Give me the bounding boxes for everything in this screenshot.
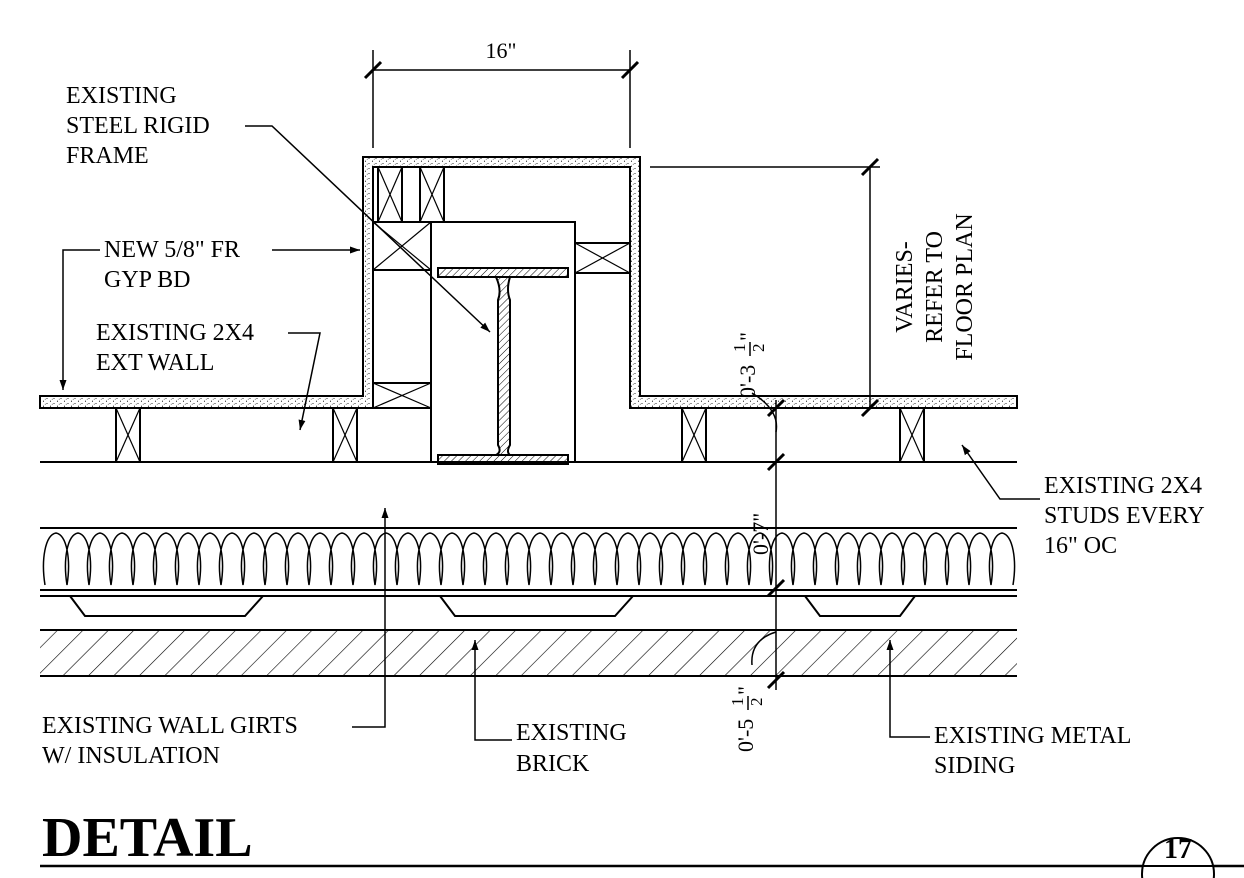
svg-text:FRAME: FRAME — [66, 143, 149, 169]
blocking-cross — [372, 382, 432, 409]
svg-text:EXISTING: EXISTING — [516, 720, 627, 746]
svg-text:REFER TO: REFER TO — [922, 231, 948, 343]
svg-text:NEW 5/8" FR: NEW 5/8" FR — [104, 237, 240, 263]
label-metal-siding: EXISTING METAL SIDING — [934, 723, 1131, 779]
svg-text:STEEL RIGID: STEEL RIGID — [66, 113, 210, 139]
svg-text:FLOOR PLAN: FLOOR PLAN — [952, 213, 978, 360]
svg-text:0'-5: 0'-5 — [733, 719, 758, 752]
blocking-cross — [419, 166, 445, 223]
svg-text:2: 2 — [747, 698, 766, 707]
label-studs: EXISTING 2X4 STUDS EVERY 16" OC — [1044, 473, 1205, 559]
dimension-lines — [363, 50, 880, 690]
dim-brick-depth: 0'-5 1 2 " — [728, 686, 766, 752]
label-brick: EXISTING BRICK — [516, 720, 627, 777]
svg-text:": " — [735, 332, 760, 341]
svg-text:EXISTING 2X4: EXISTING 2X4 — [1044, 473, 1202, 499]
label-steel-frame: EXISTING STEEL RIGID FRAME — [66, 83, 210, 169]
svg-text:EXISTING 2X4: EXISTING 2X4 — [96, 320, 254, 346]
i-beam — [437, 267, 569, 465]
svg-text:EXISTING: EXISTING — [66, 83, 177, 109]
label-gyp-bd: NEW 5/8" FR GYP BD — [104, 237, 240, 293]
svg-text:1: 1 — [730, 344, 749, 353]
svg-text:BRICK: BRICK — [516, 751, 590, 777]
dim-cavity-depth: 0'-7" — [748, 513, 773, 555]
svg-text:GYP BD: GYP BD — [104, 267, 190, 293]
svg-text:0'-7": 0'-7" — [748, 513, 773, 555]
dim-side-height: VARIES- REFER TO FLOOR PLAN — [892, 213, 978, 360]
svg-text:STUDS EVERY: STUDS EVERY — [1044, 503, 1205, 529]
detail-tag: 17 — [1141, 834, 1215, 878]
svg-text:EXISTING METAL: EXISTING METAL — [934, 723, 1131, 749]
blocking-cross — [377, 166, 403, 223]
svg-text:EXISTING WALL GIRTS: EXISTING WALL GIRTS — [42, 713, 298, 739]
svg-text:2: 2 — [749, 344, 768, 353]
svg-text:1: 1 — [728, 698, 747, 707]
blocking-cross — [115, 407, 141, 463]
svg-text:17: 17 — [1164, 834, 1192, 865]
existing-brick — [40, 629, 1017, 677]
svg-text:EXT WALL: EXT WALL — [96, 350, 214, 376]
svg-text:VARIES-: VARIES- — [892, 241, 918, 333]
svg-text:W/ INSULATION: W/ INSULATION — [42, 743, 220, 769]
drawing-title: DETAIL — [42, 807, 253, 869]
svg-text:0'-3: 0'-3 — [735, 365, 760, 398]
blocking-cross — [899, 407, 925, 463]
blocking-cross — [681, 407, 707, 463]
label-girts: EXISTING WALL GIRTS W/ INSULATION — [42, 713, 298, 769]
leader-lines — [59, 125, 1040, 741]
dim-top-width: 16" — [486, 38, 517, 63]
svg-text:SIDING: SIDING — [934, 753, 1015, 779]
metal-siding — [40, 595, 1017, 617]
insulation — [40, 527, 1017, 591]
blocking-cross — [574, 242, 631, 274]
blocking-cross — [372, 221, 432, 271]
svg-text:16" OC: 16" OC — [1044, 533, 1117, 559]
dim-stud-depth: 0'-3 1 2 " — [730, 332, 768, 398]
blocking-cross — [332, 407, 358, 463]
label-ext-wall: EXISTING 2X4 EXT WALL — [96, 320, 254, 376]
svg-text:": " — [733, 686, 758, 695]
